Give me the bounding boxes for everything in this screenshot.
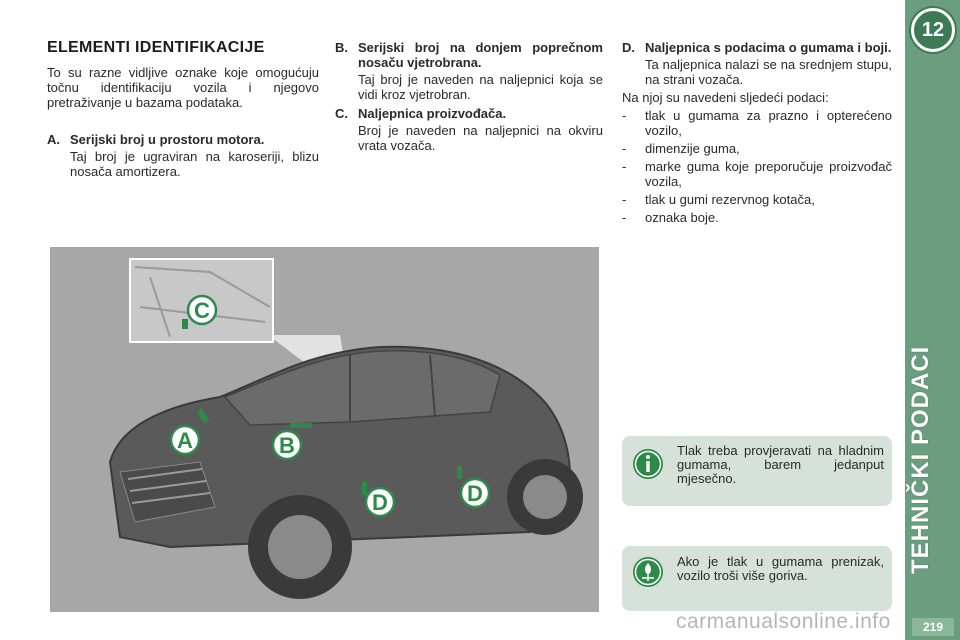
- item-c: C. Naljepnica proizvođača. Broj je naved…: [335, 106, 603, 153]
- callout-d-front: D: [364, 486, 396, 518]
- eco-box: Ako je tlak u gumama preni­zak, vozilo t…: [622, 546, 892, 611]
- info-box-text: Tlak treba provjeravati na hladnim gumam…: [677, 443, 884, 486]
- section-title: ELEMENTI IDENTIFIKACIJE: [47, 39, 265, 56]
- column-left: ELEMENTI IDENTIFIKACIJE To su razne vidl…: [47, 39, 319, 180]
- callout-d-front-text: D: [372, 490, 388, 515]
- list-item: -tlak u gumama za prazno i opterećeno vo…: [622, 108, 892, 138]
- item-title: Serijski broj na donjem poprečnom nosaču…: [358, 40, 603, 70]
- tag-marker-d-front: [362, 482, 367, 495]
- callout-c: C: [186, 294, 218, 326]
- watermark: carmanualsonline.info: [676, 610, 891, 633]
- door-frame-inset: [129, 258, 274, 343]
- vehicle-illustration: C A B D D: [50, 247, 599, 612]
- item-title: Naljepnica s podacima o gumama i boji.: [645, 40, 892, 55]
- item-letter: C.: [335, 106, 348, 121]
- item-b: B. Serijski broj na donjem poprečnom nos…: [335, 40, 603, 102]
- car-drawing: C A B D D: [108, 258, 583, 599]
- item-text: Broj je naveden na naljepnici na okviru …: [358, 123, 603, 153]
- chapter-sidebar: [905, 0, 960, 640]
- callout-a: A: [169, 424, 201, 456]
- eco-leaf-icon: [633, 557, 663, 587]
- info-box: Tlak treba provjeravati na hladnim gumam…: [622, 436, 892, 506]
- item-letter: D.: [622, 40, 635, 55]
- intro-paragraph: To su razne vidljive oznake koje omogu­ć…: [47, 65, 319, 110]
- chapter-number-badge: 12: [911, 8, 955, 52]
- tag-marker-b: [290, 423, 312, 428]
- list-item: -oznaka boje.: [622, 210, 719, 225]
- callout-a-text: A: [177, 428, 193, 453]
- column-right: D. Naljepnica s podacima o gumama i boji…: [622, 40, 892, 228]
- eco-box-text: Ako je tlak u gumama preni­zak, vozilo t…: [677, 554, 884, 583]
- tag-marker-a: [196, 408, 210, 424]
- item-a: A. Serijski broj u prostoru motora. Taj …: [47, 132, 319, 179]
- item-text: Taj broj je ugraviran na karoseriji, bli…: [70, 149, 319, 179]
- callout-c-text: C: [194, 298, 210, 323]
- item-letter: B.: [335, 40, 348, 55]
- list-item: -dimenzije guma,: [622, 141, 740, 156]
- callout-d-rear: D: [459, 477, 491, 509]
- item-title: Serijski broj u prostoru motora.: [70, 132, 265, 147]
- data-list: -tlak u gumama za prazno i opterećeno vo…: [622, 108, 892, 225]
- car-windows: [223, 349, 501, 426]
- tag-marker-c: [182, 319, 188, 329]
- tag-marker-d-rear: [457, 466, 462, 479]
- item-d: D. Naljepnica s podacima o gumama i boji…: [622, 40, 892, 87]
- list-item: -marke guma koje preporučuje proizvođač …: [622, 159, 892, 189]
- callout-b-text: B: [279, 433, 295, 458]
- callout-d-rear-text: D: [467, 481, 483, 506]
- item-text: Taj broj je naveden na naljepnici koja s…: [358, 72, 603, 102]
- item-title: Naljepnica proizvođača.: [358, 106, 507, 121]
- callout-b: B: [271, 429, 303, 461]
- column-middle: B. Serijski broj na donjem poprečnom nos…: [335, 40, 603, 153]
- item-letter: A.: [47, 132, 60, 147]
- chapter-title: TEHNIČKI PODACI: [907, 345, 934, 574]
- data-intro: Na njoj su navedeni sljedeći podaci:: [622, 90, 829, 105]
- info-icon: [633, 449, 663, 479]
- item-text: Ta naljepnica nalazi se na srednjem stup…: [645, 57, 892, 87]
- page-number: 219: [912, 618, 954, 636]
- list-item: -tlak u gumi rezervnog kotača,: [622, 192, 815, 207]
